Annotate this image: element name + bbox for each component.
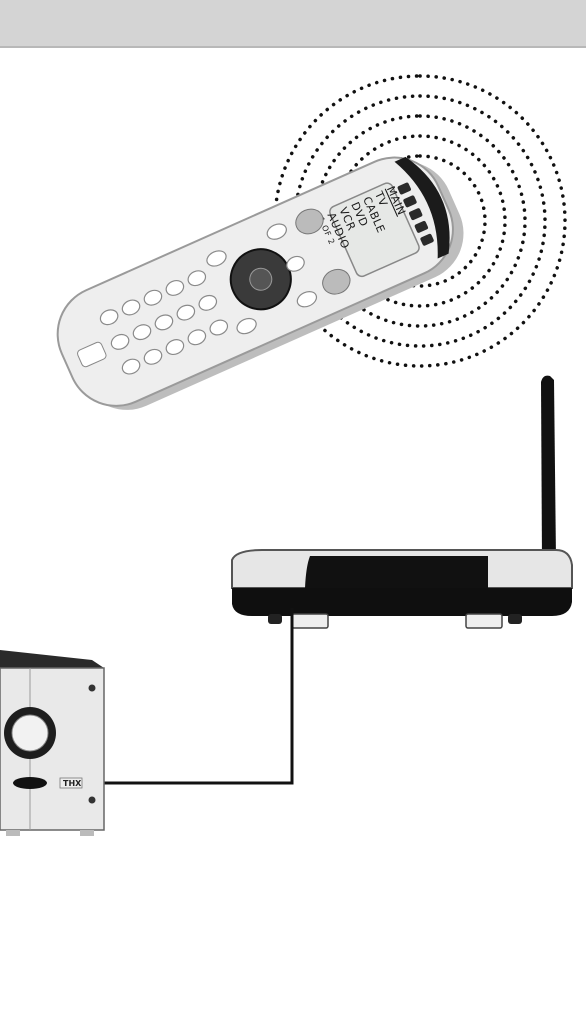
base-station-icon — [232, 376, 572, 628]
svg-text:THX: THX — [63, 779, 82, 788]
receiver-icon: THX — [0, 650, 104, 836]
remote-control-icon: MAIN TV CABLE DVD VCR AUDIO 1 OF 2 — [42, 139, 479, 429]
input-jack-icon — [13, 777, 47, 789]
